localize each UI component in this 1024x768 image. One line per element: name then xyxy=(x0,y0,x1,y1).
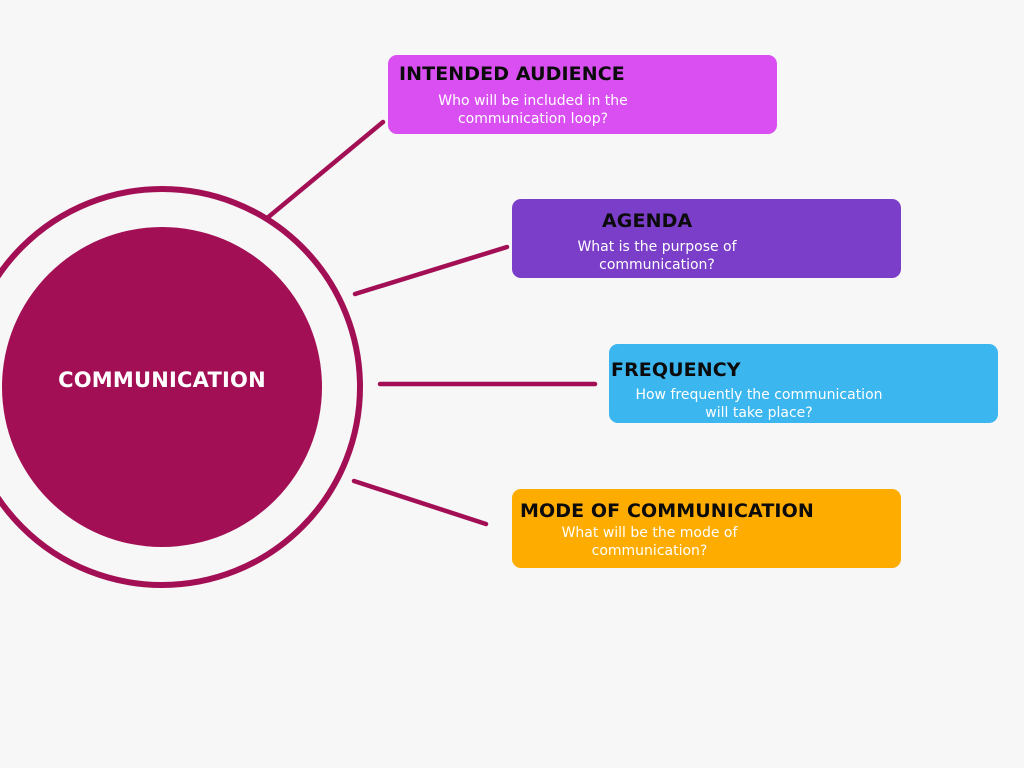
connector-agenda xyxy=(352,244,510,297)
card-agenda: AGENDA What is the purpose of communicat… xyxy=(512,199,901,278)
card-description: What will be the mode of communication? xyxy=(542,524,757,560)
connector-mode xyxy=(351,478,489,527)
card-mode-of-communication: MODE OF COMMUNICATION What will be the m… xyxy=(512,489,901,568)
card-description: What is the purpose of communication? xyxy=(552,238,762,274)
card-description: Who will be included in the communicatio… xyxy=(428,92,638,128)
card-title: MODE OF COMMUNICATION xyxy=(520,500,814,522)
card-title: AGENDA xyxy=(602,210,693,232)
card-description-line: Who will be included in the xyxy=(438,93,628,109)
card-description-line: What is the purpose of xyxy=(577,239,737,255)
card-title: FREQUENCY xyxy=(611,359,741,381)
hub-label: COMMUNICATION xyxy=(58,368,266,392)
card-description-line: communication? xyxy=(591,543,708,559)
card-description-line: How frequently the communication xyxy=(635,387,883,403)
card-intended-audience: INTENDED AUDIENCE Who will be included i… xyxy=(388,55,777,134)
connector-audience xyxy=(263,119,386,222)
card-description-line: will take place? xyxy=(705,405,813,421)
card-description-line: communication? xyxy=(599,257,715,273)
card-description-line: communication loop? xyxy=(457,111,609,127)
card-description: How frequently the communication will ta… xyxy=(624,386,894,422)
card-title: INTENDED AUDIENCE xyxy=(399,63,625,85)
card-frequency: FREQUENCY How frequently the communicati… xyxy=(609,344,998,423)
card-description-line: What will be the mode of xyxy=(561,525,738,541)
hub-inner-circle xyxy=(2,227,322,547)
hub-outer-ring xyxy=(0,186,363,588)
